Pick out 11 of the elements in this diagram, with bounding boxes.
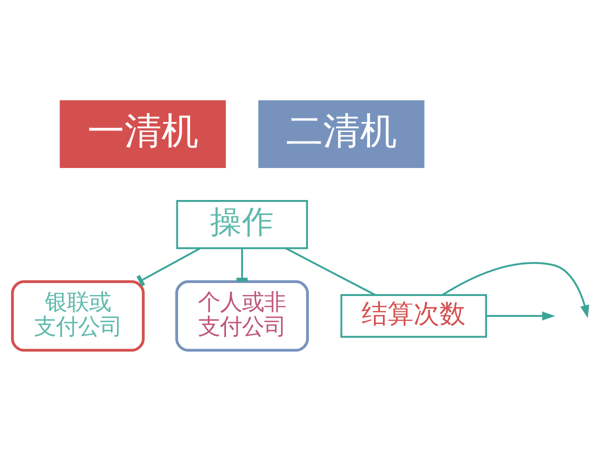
- connector: [285, 247, 376, 296]
- arrow: [442, 262, 590, 318]
- arrow: [486, 310, 556, 320]
- node-box: 操作: [176, 199, 308, 249]
- connector: [236, 248, 248, 281]
- node-box: 结算次数: [340, 294, 488, 338]
- node-box: 一清机: [60, 100, 226, 168]
- node-box: 银联或支付公司: [11, 280, 145, 352]
- connector: [136, 247, 201, 286]
- node-box: 个人或非支付公司: [175, 280, 309, 352]
- node-box: 二清机: [258, 100, 424, 168]
